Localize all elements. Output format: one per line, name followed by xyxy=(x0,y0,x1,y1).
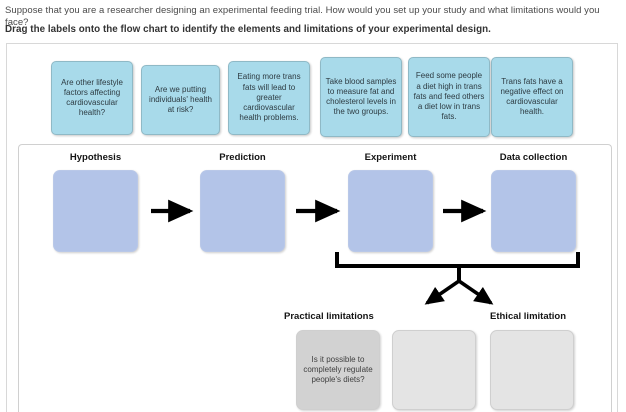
drag-label-2[interactable]: Are we putting individuals' health at ri… xyxy=(141,65,220,135)
drop-zone-prediction[interactable] xyxy=(200,170,285,252)
prompt-instruction: Drag the labels onto the flow chart to i… xyxy=(5,24,491,35)
limitation-heading-ethical: Ethical limitation xyxy=(490,311,567,322)
drag-label-6[interactable]: Trans fats have a negative effect on car… xyxy=(491,57,573,137)
drop-zone-practical-1[interactable]: Is it possible to completely regulate pe… xyxy=(296,330,380,410)
stage-heading-hypothesis: Hypothesis xyxy=(69,152,122,163)
stage-heading-prediction: Prediction xyxy=(219,152,266,163)
stage-heading-data-collection: Data collection xyxy=(499,152,568,163)
drop-zone-ethical-1[interactable] xyxy=(490,330,574,410)
drop-zone-practical-2[interactable] xyxy=(392,330,476,410)
drag-label-5[interactable]: Feed some people a diet high in trans fa… xyxy=(408,57,490,137)
drag-label-4[interactable]: Take blood samples to measure fat and ch… xyxy=(320,57,402,137)
stage-heading-experiment: Experiment xyxy=(364,152,417,163)
limitation-heading-practical: Practical limitations xyxy=(284,311,374,322)
drop-zone-data-collection[interactable] xyxy=(491,170,576,252)
drag-label-3[interactable]: Eating more trans fats will lead to grea… xyxy=(228,61,310,135)
drop-zone-experiment[interactable] xyxy=(348,170,433,252)
prompt-question: Suppose that you are a researcher design… xyxy=(5,5,600,28)
drop-zone-hypothesis[interactable] xyxy=(53,170,138,252)
drag-label-1[interactable]: Are other lifestyle factors affecting ca… xyxy=(51,61,133,135)
